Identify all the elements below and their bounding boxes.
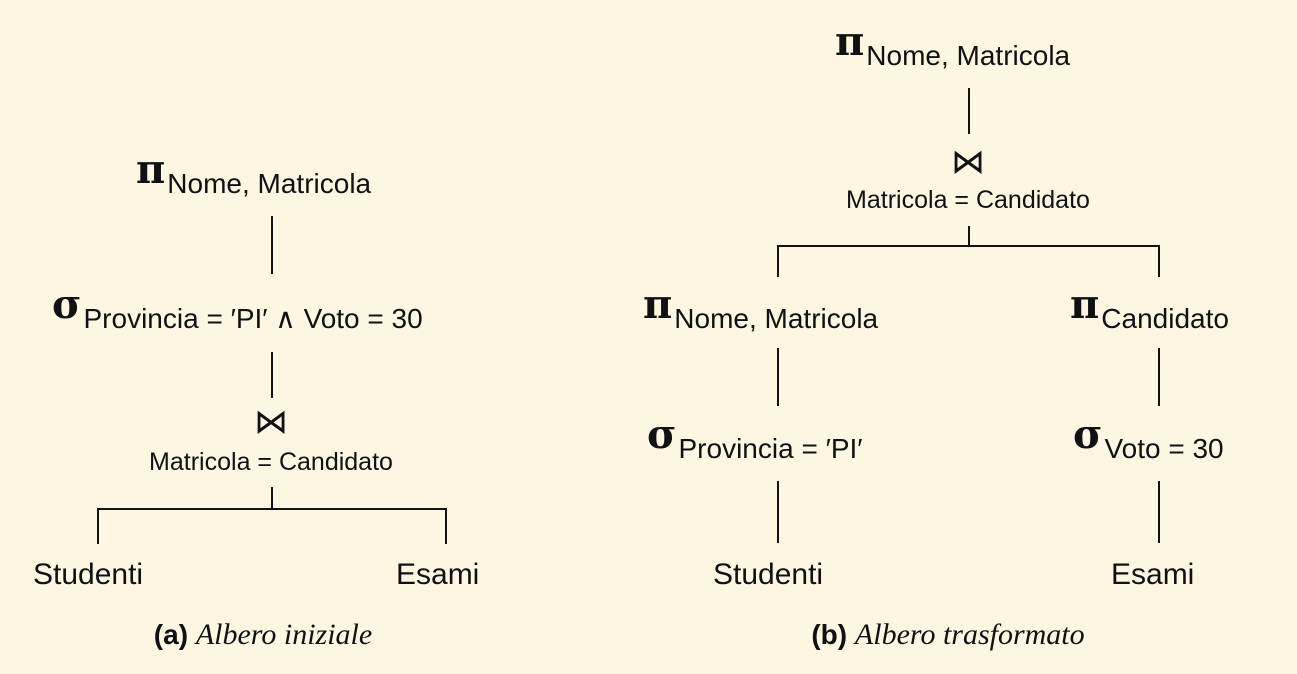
edge-join-branch bbox=[968, 226, 970, 246]
projection-attributes: Nome, Matricola bbox=[866, 40, 1071, 71]
caption-label: (a) bbox=[153, 619, 189, 650]
tree-b-right-selection: σVoto = 30 bbox=[1073, 415, 1224, 463]
edge-join-branch bbox=[271, 487, 273, 509]
join-symbol: ⋈ bbox=[951, 142, 985, 182]
join-condition: Matricola = Candidato bbox=[846, 186, 1090, 214]
tree-b-left-projection: πNome, Matricola bbox=[643, 285, 878, 333]
edge-branch-left bbox=[777, 245, 779, 277]
sigma-symbol: σ bbox=[647, 411, 677, 458]
join-condition: Matricola = Candidato bbox=[149, 448, 393, 476]
pi-symbol: π bbox=[643, 281, 673, 328]
projection-attributes: Candidato bbox=[1101, 303, 1229, 334]
edge-branch-left bbox=[97, 508, 99, 544]
edge-left-selection-leaf bbox=[777, 481, 779, 543]
selection-condition: Voto = 30 bbox=[1104, 433, 1224, 464]
caption-text: Albero iniziale bbox=[195, 618, 373, 651]
tree-a-selection: σProvincia = ′PI′ ∧ Voto = 30 bbox=[52, 285, 423, 333]
projection-attributes: Nome, Matricola bbox=[674, 303, 879, 334]
caption-b: (b) Albero trasformato bbox=[811, 620, 1084, 650]
caption-text: Albero trasformato bbox=[854, 618, 1085, 651]
projection-attributes: Nome, Matricola bbox=[167, 168, 372, 199]
tree-b-right-projection: πCandidato bbox=[1070, 285, 1229, 333]
caption-label: (b) bbox=[811, 619, 848, 650]
pi-symbol: π bbox=[136, 146, 166, 193]
leaf-esami: Esami bbox=[396, 558, 480, 591]
edge-right-projection-selection bbox=[1158, 348, 1160, 406]
sigma-symbol: σ bbox=[1073, 411, 1103, 458]
selection-condition: Provincia = ′PI′ bbox=[678, 433, 863, 464]
edge-branch-right bbox=[1158, 245, 1160, 277]
edge-left-projection-selection bbox=[777, 348, 779, 406]
branch-bar bbox=[777, 245, 1160, 247]
join-symbol: ⋈ bbox=[254, 402, 288, 442]
edge-selection-join bbox=[271, 352, 273, 398]
tree-b-left-selection: σProvincia = ′PI′ bbox=[647, 415, 863, 463]
edge-branch-right bbox=[445, 508, 447, 544]
sigma-symbol: σ bbox=[52, 281, 82, 328]
leaf-studenti: Studenti bbox=[713, 558, 824, 591]
leaf-studenti: Studenti bbox=[33, 558, 144, 591]
tree-a-projection: πNome, Matricola bbox=[136, 150, 371, 198]
caption-a: (a) Albero iniziale bbox=[154, 620, 372, 650]
pi-symbol: π bbox=[1070, 281, 1100, 328]
edge-projection-selection bbox=[271, 216, 273, 274]
edge-right-selection-leaf bbox=[1158, 481, 1160, 543]
tree-b-projection: πNome, Matricola bbox=[835, 22, 1070, 70]
branch-bar bbox=[97, 508, 447, 510]
pi-symbol: π bbox=[835, 18, 865, 65]
leaf-esami: Esami bbox=[1111, 558, 1195, 591]
edge-projection-join bbox=[968, 88, 970, 134]
selection-condition: Provincia = ′PI′ ∧ Voto = 30 bbox=[83, 303, 423, 334]
